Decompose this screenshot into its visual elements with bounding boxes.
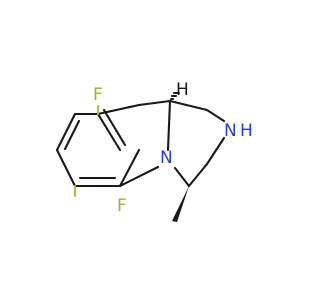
piperazine-ring [168, 99, 226, 188]
nitrogen-amine-label: N [224, 121, 237, 141]
molecule-structure: F F N N H H [55, 80, 253, 222]
indoline-ring [96, 99, 172, 188]
stereo-hydrogen-label: H [176, 80, 189, 100]
bond-c4a-c8a [118, 148, 141, 188]
bond-c4a-n [118, 165, 160, 188]
wedge-bond-methyl [172, 186, 189, 222]
bond-c9a-n [166, 99, 172, 152]
bond-c7-c6-inner [63, 119, 81, 151]
hash-bond-stereo-h [168, 91, 181, 103]
fluorine-bottom-label: F [117, 196, 127, 216]
benzene-ring [55, 108, 141, 188]
bond-c4-n [173, 166, 191, 188]
bond-c8a-c9 [96, 103, 141, 116]
bond-c7-c6 [55, 112, 77, 152]
nitrogen-ring-label: N [160, 148, 173, 168]
bond-nh-c3 [205, 136, 226, 166]
amine-hydrogen-label: H [240, 121, 253, 141]
fluorine-top-label: F [93, 85, 103, 105]
bond-c8-c8a [96, 112, 122, 152]
bond-c9a-c1 [168, 99, 209, 112]
bond-c6-c5 [55, 148, 77, 188]
bond-c9-c9a [137, 99, 172, 107]
bond-c1-nh [205, 108, 226, 123]
bond-c3-c4 [187, 162, 209, 188]
bond-c8-c8a-inner [102, 108, 127, 147]
